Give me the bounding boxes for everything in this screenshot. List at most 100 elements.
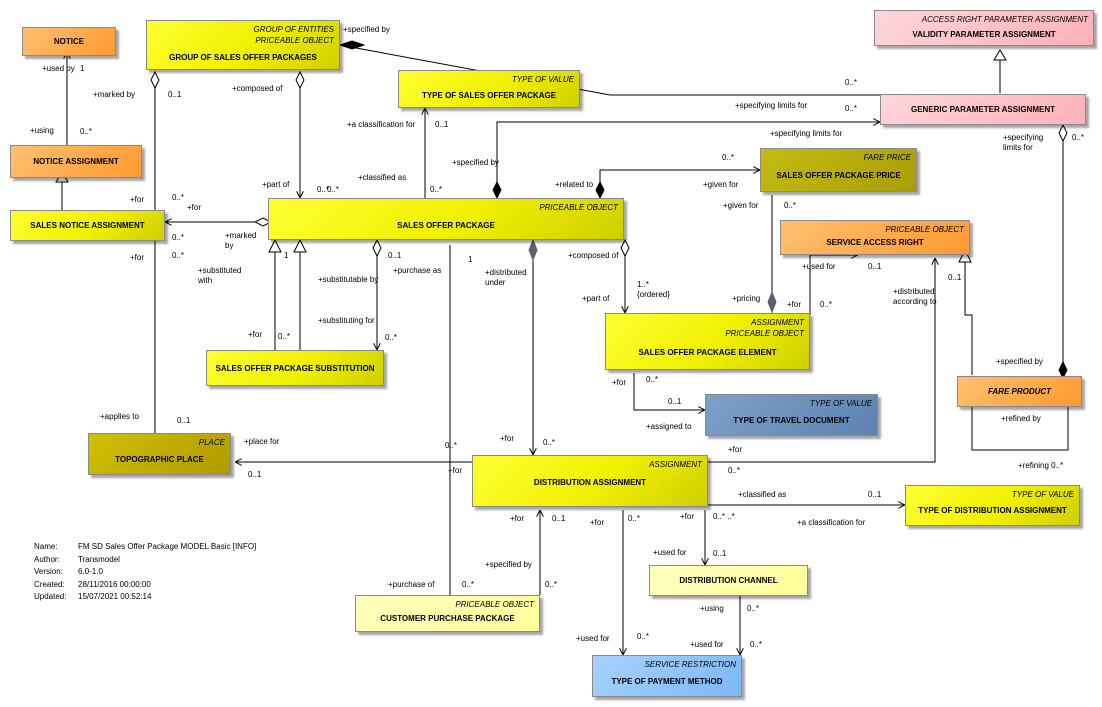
connector-label: 0..*	[172, 233, 185, 242]
connector-label: +distributed according to	[893, 287, 937, 306]
connector-label: 0..*	[845, 104, 858, 113]
connector-label: +for	[612, 378, 627, 387]
connector-label: 0..1	[868, 262, 882, 271]
connector-label: 0..*	[728, 466, 741, 475]
connector-label: 0..1	[552, 514, 566, 523]
connector-label: +pricing	[732, 294, 761, 303]
connector-label: +for	[680, 512, 695, 521]
connector-label: 0..1	[668, 397, 682, 406]
connector-label: 0..*	[750, 640, 763, 649]
connector-label: +using	[30, 126, 54, 135]
connector-label: 0..*	[327, 185, 340, 194]
connector-label: 0..* ..*	[713, 512, 735, 521]
connector-label: 0..*	[784, 201, 797, 210]
connector-label: +marked by	[93, 90, 136, 99]
service-access-right-box: PRICEABLE OBJECT SERVICE ACCESS RIGHT	[780, 220, 970, 255]
connector-label: +specifying limits for	[770, 129, 843, 138]
distribution-assignment-box: ASSIGNMENT DISTRIBUTION ASSIGNMENT	[472, 455, 708, 507]
connector-label: 0..1	[248, 470, 262, 479]
group-of-sales-offer-packages-box: GROUP OF ENTITIES PRICEABLE OBJECT GROUP…	[146, 20, 340, 70]
meta-row: Updated:15/07/2021 00:52:14	[34, 592, 152, 601]
connector-label: +specifying limits for	[735, 101, 808, 110]
connector-label: +part of	[582, 294, 610, 303]
connector-label: +composed of	[568, 251, 619, 260]
connector-label: +for	[130, 195, 145, 204]
connector-label: 0..*	[430, 185, 443, 194]
connector-label: +using	[700, 604, 724, 613]
connector-label: +composed of	[232, 84, 283, 93]
generic-parameter-assignment-box: GENERIC PARAMETER ASSIGNMENT	[880, 94, 1086, 125]
topographic-place-box: PLACE TOPOGRAPHIC PLACE	[88, 433, 231, 475]
connector-label: 0..1	[435, 120, 449, 129]
diagram-metadata: Name:FM SD Sales Offer Package MODEL Bas…	[34, 541, 256, 604]
connector-label: 0..*	[545, 580, 558, 589]
sales-offer-package-box: PRICEABLE OBJECT SALES OFFER PACKAGE	[268, 198, 624, 240]
meta-row: Created:28/11/2016 00:00:00	[34, 579, 151, 589]
connector-label: 1	[284, 251, 289, 260]
connector-label: 0..1	[713, 549, 727, 558]
connector-label: 0..1	[388, 251, 402, 260]
connector-label: +purchase of	[388, 580, 435, 589]
connector-label: +refined by	[1001, 414, 1041, 423]
connector-label: +related to	[555, 180, 594, 189]
notice-box: NOTICE	[22, 27, 116, 56]
connector-label: +refining 0..*	[1018, 461, 1064, 470]
fare-product-box: FARE PRODUCT	[957, 376, 1082, 407]
connector-label: +purchase as	[393, 266, 442, 275]
validity-parameter-assignment-box: ACCESS RIGHT PARAMETER ASSIGNMENT VALIDI…	[874, 10, 1094, 46]
connector-label: +for	[728, 445, 743, 454]
connector-label: +applies to	[100, 412, 139, 421]
connector-label: 0..*	[646, 375, 659, 384]
sales-offer-package-substitution-box: SALES OFFER PACKAGE SUBSTITUTION	[206, 350, 384, 386]
connector-label: 0..*	[1072, 133, 1085, 142]
connector-label: +used for	[690, 640, 724, 649]
meta-row: Version:6.0-1.0	[34, 567, 103, 576]
connector-label: 0..1	[168, 90, 182, 99]
connector-label: 0..*	[80, 127, 93, 136]
connector-label: +classified as	[358, 173, 407, 182]
connector-label: 0..1	[868, 490, 882, 499]
type-of-sales-offer-package-box: TYPE OF VALUE TYPE OF SALES OFFER PACKAG…	[398, 70, 580, 108]
connector-label: +used for	[802, 262, 836, 271]
connector-label: 0..*	[385, 333, 398, 342]
connector-label: 0..*	[445, 441, 458, 450]
connector-label: +given for	[723, 201, 759, 210]
connector-label: 0..*	[462, 580, 475, 589]
connector-label: 0..*	[172, 251, 185, 260]
connector-label: +for	[510, 514, 525, 523]
connector-label: 0..1	[948, 273, 962, 282]
connector-label: 0..*	[820, 300, 833, 309]
sales-offer-package-price-box: FARE PRICE SALES OFFER PACKAGE PRICE	[760, 148, 917, 192]
connector-label: +specified by	[996, 357, 1043, 366]
type-of-distribution-assignment-box: TYPE OF VALUE TYPE OF DISTRIBUTION ASSIG…	[905, 485, 1080, 526]
connector-label: 0..*	[317, 185, 330, 194]
connector-label: +a classification for	[347, 120, 416, 129]
connector-label: 0..*	[722, 153, 735, 162]
connector-label: +substitutable by	[318, 275, 379, 284]
connector-label: +for	[500, 434, 515, 443]
connector-label: +used for	[576, 634, 610, 643]
connector-label: +a classification for	[797, 518, 866, 527]
connector-label: +used for	[653, 548, 687, 557]
connector-label: 1	[468, 255, 473, 264]
connector-label: +for	[590, 518, 605, 527]
connector-label: +specified by	[485, 560, 532, 569]
meta-row: Name:FM SD Sales Offer Package MODEL Bas…	[34, 542, 257, 551]
connector-label: +for	[248, 330, 263, 339]
type-of-payment-method-box: SERVICE RESTRICTION TYPE OF PAYMENT METH…	[592, 655, 742, 697]
connector-label: +for	[187, 203, 202, 212]
connector-label: +specified by	[452, 158, 499, 167]
connector-label: +part of	[262, 180, 290, 189]
sales-offer-package-element-box: ASSIGNMENT PRICEABLE OBJECT SALES OFFER …	[605, 313, 810, 370]
type-of-travel-document-box: TYPE OF VALUE TYPE OF TRAVEL DOCUMENT	[705, 394, 878, 436]
connector-label: +assigned to	[646, 422, 692, 431]
connector-label: +classified as	[738, 490, 787, 499]
connector-label: +for	[130, 253, 145, 262]
connector-label: +used by	[42, 64, 75, 73]
sales-notice-assignment-box: SALES NOTICE ASSIGNMENT	[10, 210, 165, 241]
connector-label: 0..*	[278, 332, 291, 341]
distribution-channel-box: DISTRIBUTION CHANNEL	[649, 565, 808, 596]
meta-row: Author:Transmodel	[34, 554, 120, 564]
notice-assignment-box: NOTICE ASSIGNMENT	[10, 145, 142, 178]
